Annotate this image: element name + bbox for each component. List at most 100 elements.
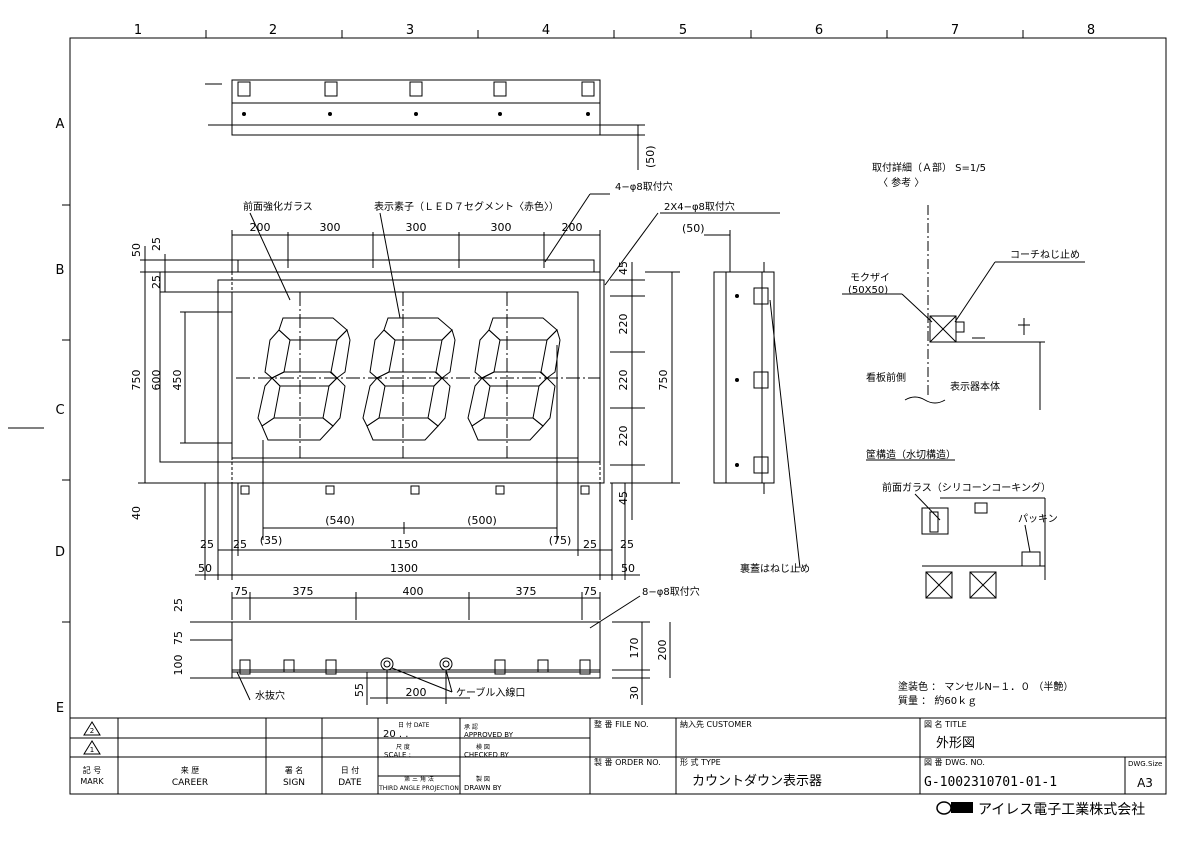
glass-area bbox=[231, 291, 579, 459]
bracket bbox=[493, 81, 507, 97]
glass-label: 前面強化ガラス bbox=[243, 200, 313, 213]
column-label: 4 bbox=[542, 23, 550, 38]
date-en: DATE bbox=[338, 778, 362, 788]
bracket bbox=[237, 81, 251, 97]
mokuzai-label: モクザイ bbox=[850, 272, 890, 284]
detail-ref: 〈 参考 〉 bbox=[878, 176, 924, 189]
dim-50: 50 bbox=[130, 243, 143, 257]
dim-25: 25 bbox=[233, 538, 247, 551]
dim-55: 55 bbox=[353, 683, 366, 697]
company-name: アイレス電子工業株式会社 bbox=[978, 802, 1145, 818]
dim-375: 375 bbox=[293, 585, 314, 598]
cable-entry-label: ケーブル入線口 bbox=[456, 686, 525, 699]
column-label: 6 bbox=[815, 23, 823, 38]
dim-300: 300 bbox=[491, 221, 512, 234]
bottom-view-labels: 75 375 400 375 75 8−φ8取付穴 25 75 100 170 … bbox=[172, 585, 700, 702]
hole-2x4-label: 2X4−φ8取付穴 bbox=[664, 200, 735, 213]
checked-jp: 検 図 bbox=[476, 743, 490, 751]
file-no-label: 整 番 FILE NO. bbox=[594, 719, 649, 729]
dim-25: 25 bbox=[620, 538, 634, 551]
dim-450: 450 bbox=[171, 370, 184, 391]
packing-label: パッキン bbox=[1018, 513, 1058, 525]
dim-220: 220 bbox=[617, 426, 630, 447]
dim-300: 300 bbox=[320, 221, 341, 234]
drain-hole-label: 水抜穴 bbox=[255, 689, 285, 702]
size-value: A3 bbox=[1137, 776, 1153, 790]
projection-jp: 第 三 角 法 bbox=[404, 775, 434, 783]
back-cover-label: 裏蓋はねじ止め bbox=[740, 562, 810, 575]
dim-75: 75 bbox=[172, 631, 185, 645]
dim-220: 220 bbox=[617, 314, 630, 335]
order-no-label: 製 番 ORDER NO. bbox=[594, 757, 661, 767]
sign-en: SIGN bbox=[283, 778, 305, 788]
customer-label: 納入先 CUSTOMER bbox=[680, 719, 752, 729]
dim-40: 40 bbox=[130, 506, 143, 520]
coach-screw-label: コーチねじ止め bbox=[1010, 249, 1080, 261]
dim-1300: 1300 bbox=[390, 562, 418, 575]
type-value: カウントダウン表示器 bbox=[692, 774, 822, 789]
paint-spec: 塗装色 ： マンセルN−１．０ （半艶） bbox=[898, 680, 1073, 693]
dim-35: (35) bbox=[260, 534, 283, 547]
career-jp: 来 歴 bbox=[181, 766, 200, 775]
side-view-bolts bbox=[735, 294, 739, 467]
dim-375: 375 bbox=[516, 585, 537, 598]
projection-en: THIRD ANGLE PROJECTION bbox=[378, 785, 459, 792]
size-label: DWG.Size bbox=[1128, 760, 1162, 768]
dim-30: 30 bbox=[628, 686, 641, 700]
seven-seg-digit-1 bbox=[257, 317, 351, 441]
column-label: 1 bbox=[134, 23, 142, 38]
drawn-jp: 製 図 bbox=[476, 775, 490, 783]
scale-jp: 尺 度 bbox=[396, 743, 410, 751]
bracket bbox=[409, 81, 423, 97]
rev-1: 1 bbox=[90, 746, 94, 754]
dim-300: 300 bbox=[406, 221, 427, 234]
dim-750-left: 750 bbox=[130, 370, 143, 391]
bottom-view bbox=[190, 592, 671, 705]
checked-en: CHECKED BY bbox=[464, 751, 510, 759]
hole-4-label: 4−φ8取付穴 bbox=[615, 180, 673, 193]
panel-structure-label: 筐構造（水切構造） bbox=[866, 448, 956, 461]
date-jp: 日 付 bbox=[341, 765, 360, 775]
dim-25: 25 bbox=[150, 275, 163, 289]
dim-75: 75 bbox=[234, 585, 248, 598]
front-glass-label: 前面ガラス（シリコーンコーキング） bbox=[882, 481, 1051, 494]
front-side-label: 看板前側 bbox=[866, 371, 906, 384]
dim-100: 100 bbox=[172, 655, 185, 676]
sheet-border bbox=[69, 37, 1167, 795]
side-dim-50: (50) bbox=[682, 222, 705, 235]
row-label: B bbox=[56, 263, 65, 278]
row-label: D bbox=[55, 545, 65, 560]
approved-jp: 承 認 bbox=[464, 723, 478, 731]
weight-spec: 質量 ： 約60ｋｇ bbox=[898, 694, 977, 707]
dim-750-right: 750 bbox=[657, 370, 670, 391]
mark-jp: 記 号 bbox=[83, 765, 102, 775]
title-value: 外形図 bbox=[936, 736, 975, 751]
dwg-value: G-1002310701-01-1 bbox=[924, 775, 1057, 790]
dim-50: 50 bbox=[198, 562, 212, 575]
front-view-labels: 前面強化ガラス 表示素子（ＬＥＤ７セグメント〈赤色〉） 4−φ8取付穴 2X4−… bbox=[130, 180, 735, 575]
led-element-label: 表示素子（ＬＥＤ７セグメント〈赤色〉） bbox=[374, 200, 559, 213]
row-label: E bbox=[56, 701, 64, 716]
detail-a-labels: 取付詳細（Ａ部） S=1/5 〈 参考 〉 モクザイ (50X50) コーチねじ… bbox=[848, 161, 1080, 707]
scale-en: SCALE : bbox=[384, 751, 411, 759]
column-label: 3 bbox=[406, 23, 414, 38]
mark-en: MARK bbox=[80, 777, 104, 786]
dim-200: 200 bbox=[656, 640, 669, 661]
seven-seg-digit-3 bbox=[467, 317, 561, 441]
dim-25: 25 bbox=[150, 237, 163, 251]
row-labels: A B C D E bbox=[55, 117, 65, 716]
sign-jp: 署 名 bbox=[285, 765, 304, 775]
dim-25: 25 bbox=[200, 538, 214, 551]
unit-body-label: 表示器本体 bbox=[950, 380, 1000, 393]
seven-seg-digit-2 bbox=[362, 317, 456, 441]
dim-75: 75 bbox=[583, 585, 597, 598]
front-outer-frame bbox=[159, 271, 601, 463]
dim-200: 200 bbox=[562, 221, 583, 234]
column-labels: 1 2 3 4 5 6 7 8 bbox=[62, 23, 1095, 623]
row-label: A bbox=[56, 117, 65, 132]
dim-1150: 1150 bbox=[390, 538, 418, 551]
column-label: 2 bbox=[269, 23, 277, 38]
dim-25: 25 bbox=[172, 598, 185, 612]
dim-top-50: (50) bbox=[644, 145, 657, 168]
dim-45: 45 bbox=[617, 261, 630, 275]
